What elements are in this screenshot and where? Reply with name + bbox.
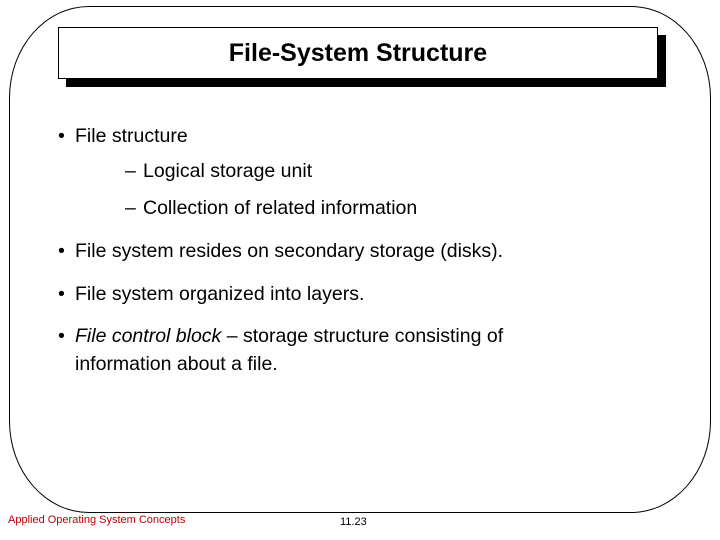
bullet-text-italic-lead: File control block [75, 325, 222, 347]
bullet-icon: • [58, 325, 65, 347]
dash-icon: – [125, 160, 136, 182]
bullet-text: File control block – storage structure c… [75, 322, 527, 378]
bullet-item: • File control block – storage structure… [58, 322, 636, 378]
slide-body: • File structure – Logical storage unit … [58, 122, 636, 378]
bullet-item: – Collection of related information [125, 194, 636, 222]
bullet-text: File system organized into layers. [75, 283, 365, 305]
bullet-item: – Logical storage unit [125, 157, 636, 185]
footer-course-name: Applied Operating System Concepts [8, 514, 186, 526]
bullet-text: Collection of related information [143, 197, 418, 219]
bullet-icon: • [58, 283, 65, 305]
title-box: File-System Structure [58, 27, 658, 79]
bullet-item: • File structure [58, 122, 636, 150]
bullet-text: File system resides on secondary storage… [75, 240, 504, 262]
bullet-text: Logical storage unit [143, 160, 313, 182]
page-title: File-System Structure [228, 38, 488, 67]
slide-border-frame [9, 6, 711, 513]
bullet-icon: • [58, 240, 65, 262]
dash-icon: – [125, 197, 136, 219]
page-number: 11.23 [340, 516, 367, 528]
bullet-icon: • [58, 125, 65, 147]
bullet-text: File structure [75, 125, 188, 147]
bullet-item: • File system organized into layers. [58, 280, 636, 308]
bullet-item: • File system resides on secondary stora… [58, 237, 636, 265]
bullet-text-rest: – storage structure consisting of inform… [75, 325, 504, 375]
